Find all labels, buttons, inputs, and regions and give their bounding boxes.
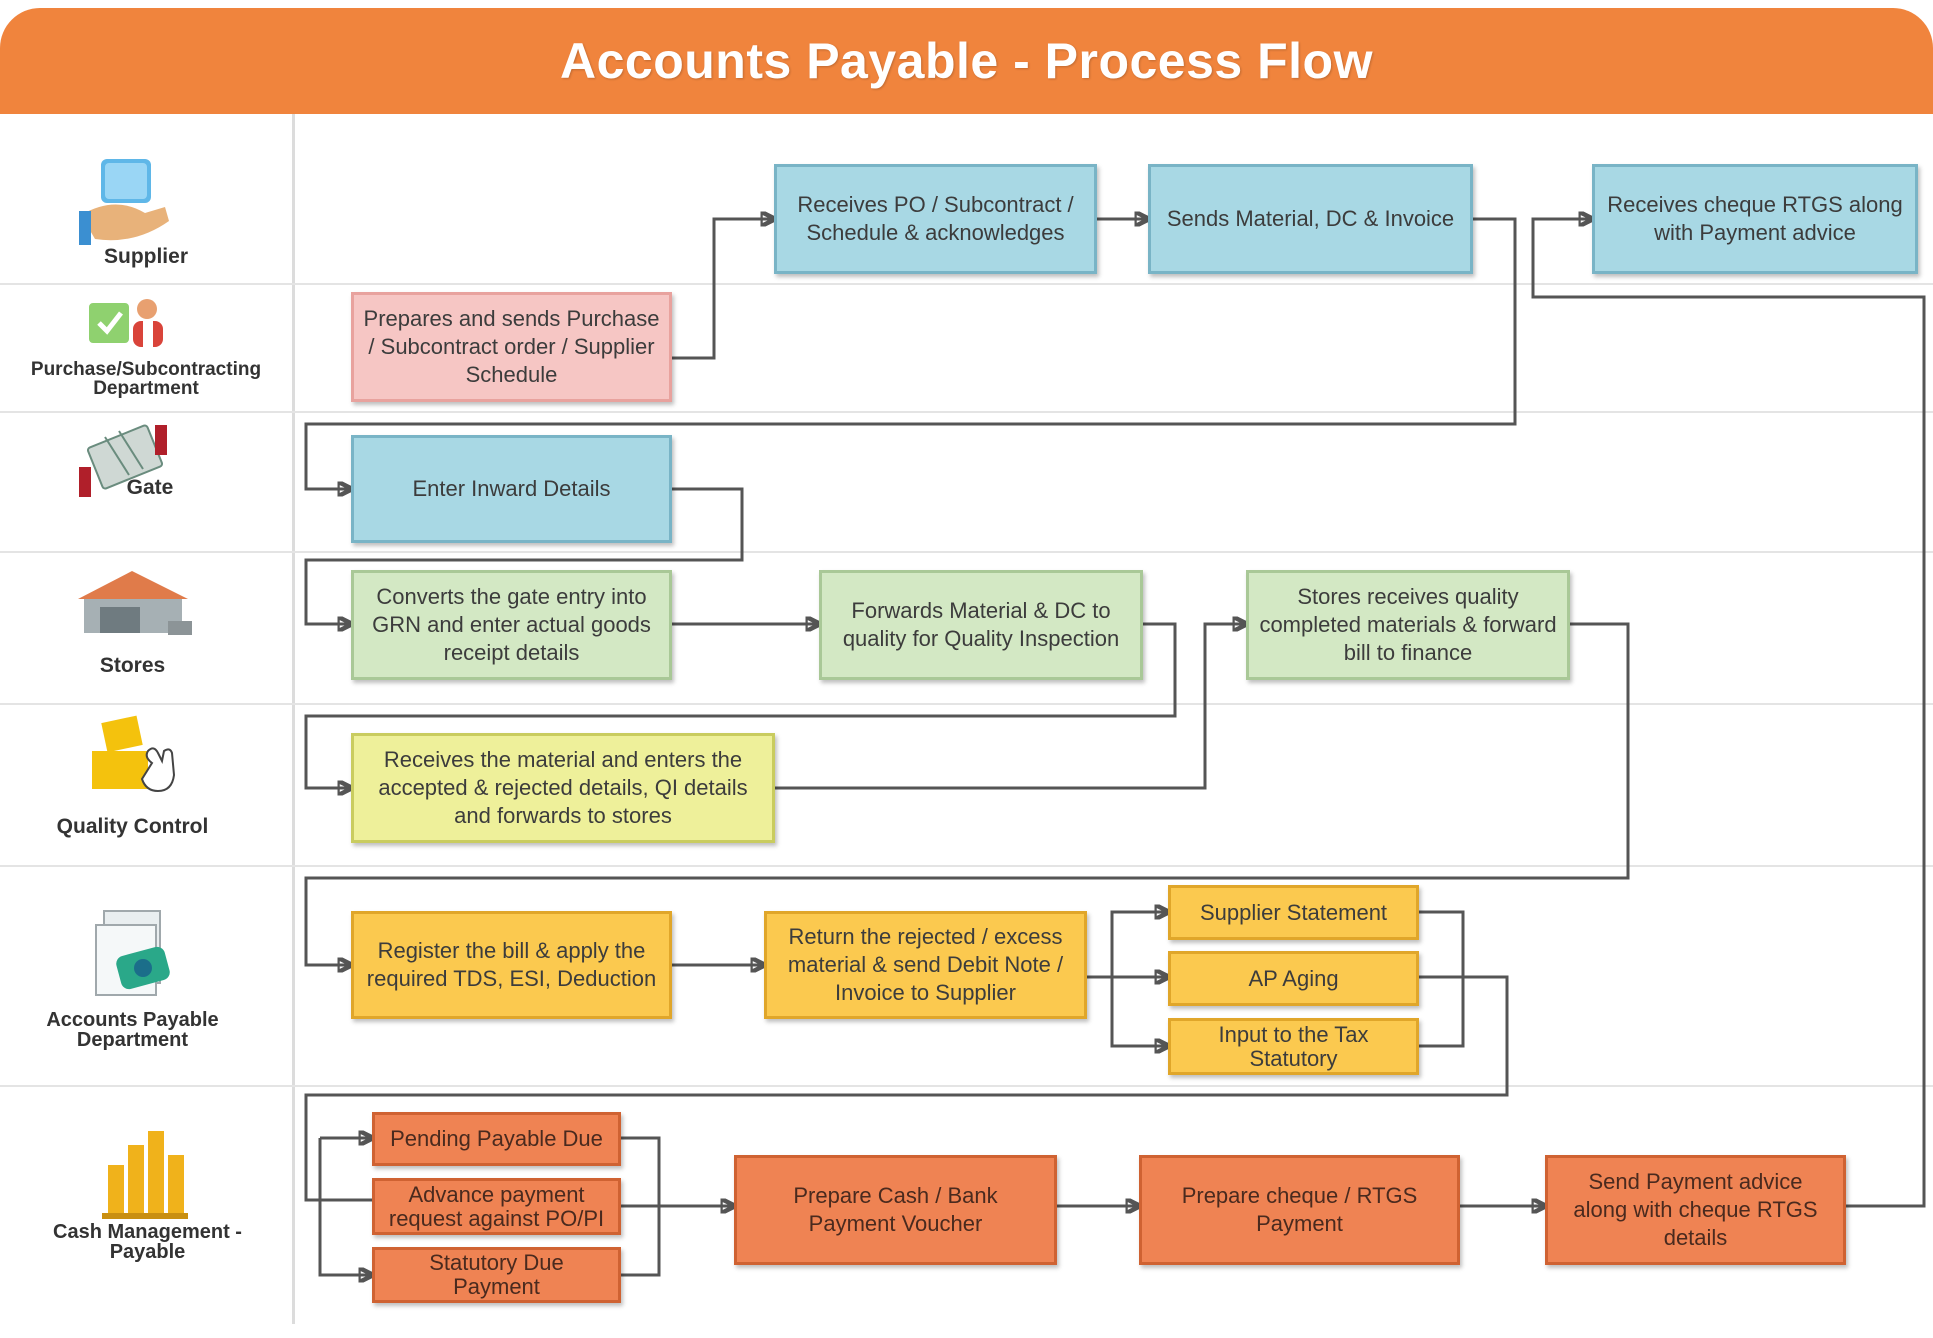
lane-label-quality-control: Quality Control bbox=[56, 815, 209, 838]
step-return-rejected: Return the rejected / excess material & … bbox=[764, 911, 1087, 1019]
step-qc-receives: Receives the material and enters the acc… bbox=[351, 733, 775, 843]
lane-label-supplier: Supplier bbox=[103, 245, 188, 268]
cash-management-icon bbox=[102, 1131, 188, 1219]
lane-separator bbox=[0, 283, 1933, 285]
lane-label-gate: Gate bbox=[126, 476, 174, 499]
title-banner: Accounts Payable - Process Flow bbox=[0, 8, 1933, 114]
step-send-advice: Send Payment advice along with cheque RT… bbox=[1545, 1155, 1846, 1265]
lane-separator bbox=[0, 865, 1933, 867]
page-title: Accounts Payable - Process Flow bbox=[560, 33, 1373, 89]
connector bbox=[304, 622, 1630, 965]
step-enter-inward: Enter Inward Details bbox=[351, 435, 672, 543]
gate-icon bbox=[79, 424, 167, 497]
step-tax-statutory: Input to the Tax Statutory bbox=[1168, 1018, 1419, 1075]
stores-warehouse-icon bbox=[78, 571, 192, 635]
step-sends-material: Sends Material, DC & Invoice bbox=[1148, 164, 1473, 274]
accounts-payable-icon bbox=[95, 910, 170, 996]
lane-label-cash-management: Cash Management - Payable bbox=[53, 1221, 242, 1263]
connector bbox=[318, 1138, 372, 1275]
step-supplier-statement: Supplier Statement bbox=[1168, 885, 1419, 940]
lane-separator bbox=[0, 551, 1933, 553]
step-statutory-due: Statutory Due Payment bbox=[372, 1247, 621, 1303]
lane-separator bbox=[0, 703, 1933, 705]
lane-separator bbox=[0, 1085, 1933, 1087]
supplier-icon bbox=[79, 159, 169, 245]
step-advance-payment: Advance payment request against PO/PI bbox=[372, 1178, 621, 1235]
connector bbox=[304, 622, 1177, 788]
connector bbox=[672, 219, 774, 360]
step-ap-aging: AP Aging bbox=[1168, 951, 1419, 1006]
step-prepares-po: Prepares and sends Purchase / Subcontrac… bbox=[351, 292, 672, 402]
connector bbox=[304, 487, 744, 624]
step-prepare-voucher: Prepare Cash / Bank Payment Voucher bbox=[734, 1155, 1057, 1265]
step-prepare-cheque: Prepare cheque / RTGS Payment bbox=[1139, 1155, 1460, 1265]
connector bbox=[304, 217, 1517, 489]
lane-label-stores: Stores bbox=[99, 654, 166, 677]
connector bbox=[1087, 912, 1168, 979]
purchase-department-icon bbox=[89, 299, 163, 347]
lane-separator bbox=[0, 411, 1933, 413]
lane-label-accounts-payable: Accounts Payable Department bbox=[46, 1009, 219, 1051]
quality-control-icon bbox=[92, 715, 176, 793]
connector bbox=[1087, 975, 1168, 1046]
step-stores-receives: Stores receives quality completed materi… bbox=[1246, 570, 1570, 680]
connector bbox=[304, 975, 1509, 1202]
connector bbox=[1531, 219, 1926, 1208]
step-forwards-material: Forwards Material & DC to quality for Qu… bbox=[819, 570, 1143, 680]
step-receives-po: Receives PO / Subcontract / Schedule & a… bbox=[774, 164, 1097, 274]
connector bbox=[775, 624, 1246, 790]
step-receives-cheque: Receives cheque RTGS along with Payment … bbox=[1592, 164, 1918, 274]
step-converts-grn: Converts the gate entry into GRN and ent… bbox=[351, 570, 672, 680]
step-pending-payable: Pending Payable Due bbox=[372, 1112, 621, 1166]
lane-divider bbox=[292, 114, 295, 1324]
connector bbox=[1419, 910, 1465, 1048]
lane-label-purchase-department: Purchase/Subcontracting Department bbox=[30, 359, 262, 399]
step-register-bill: Register the bill & apply the required T… bbox=[351, 911, 672, 1019]
